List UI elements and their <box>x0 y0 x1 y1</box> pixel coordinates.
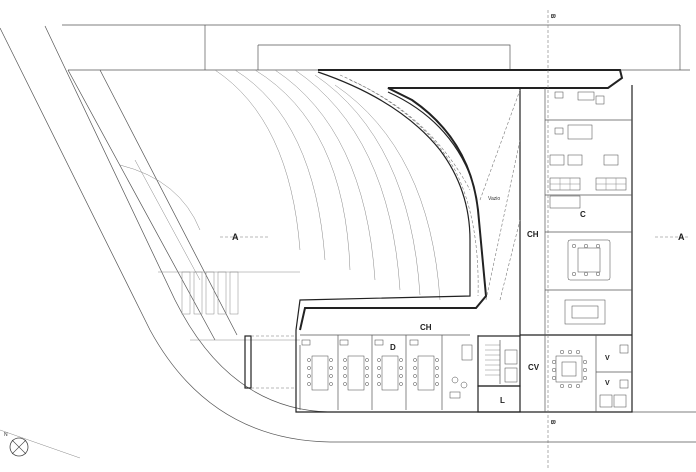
room-cv-label: CV <box>528 363 540 372</box>
offices-d <box>299 335 473 410</box>
room-d-label: D <box>390 343 396 352</box>
toilets <box>596 344 632 408</box>
office-c-wing <box>545 91 632 325</box>
cv-room <box>551 349 588 389</box>
north-arrow-icon: N <box>4 432 29 457</box>
section-a-left-label: A <box>232 232 239 242</box>
parking-stripes <box>119 69 441 341</box>
section-b-top-label: B <box>549 14 555 19</box>
section-b-bottom-label: B <box>549 420 555 425</box>
building-outline <box>295 69 633 413</box>
ch-top-label: CH <box>420 323 432 332</box>
room-v1-label: V <box>605 355 610 362</box>
ch-side-label: CH <box>527 230 539 239</box>
section-lines <box>220 10 690 470</box>
void-label: Vazio <box>488 196 500 202</box>
stairs-core <box>477 335 521 413</box>
section-a-right-label: A <box>678 232 685 242</box>
room-c-label: C <box>580 210 586 219</box>
room-l-label: L <box>500 396 505 405</box>
entrance-canopy <box>244 335 296 389</box>
room-v2-label: V <box>605 380 610 387</box>
north-label: N <box>4 432 8 438</box>
